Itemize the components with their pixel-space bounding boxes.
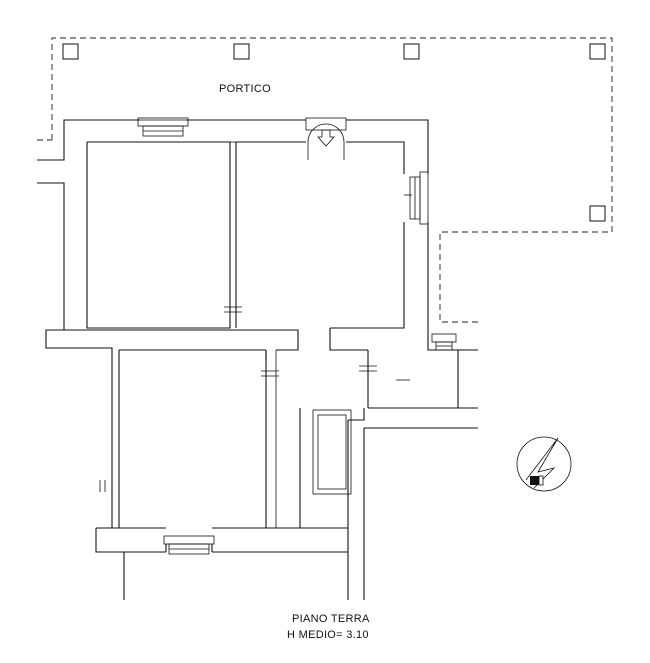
door-marks	[224, 306, 377, 377]
entrance-door	[305, 117, 347, 160]
window-top-left	[137, 117, 189, 137]
middle-walls	[60, 328, 478, 528]
window-small	[431, 333, 457, 351]
column	[403, 43, 420, 60]
lower-walls	[95, 480, 348, 600]
window-right	[404, 171, 429, 225]
upper-walls	[37, 119, 429, 349]
service-block	[276, 350, 478, 600]
portico-outline	[37, 37, 613, 323]
portico-label: PORTICO	[219, 83, 271, 95]
north-arrow-icon	[516, 436, 572, 492]
column	[62, 43, 79, 60]
entrance-arrow-icon	[317, 129, 335, 147]
column	[589, 205, 606, 222]
column	[589, 43, 606, 60]
column	[233, 43, 250, 60]
portico-columns	[62, 43, 606, 222]
windows	[137, 117, 457, 555]
window-bottom	[163, 535, 215, 555]
average-height-label: H MEDIO= 3.10	[287, 629, 369, 641]
floor-name-label: PIANO TERRA	[292, 613, 370, 625]
